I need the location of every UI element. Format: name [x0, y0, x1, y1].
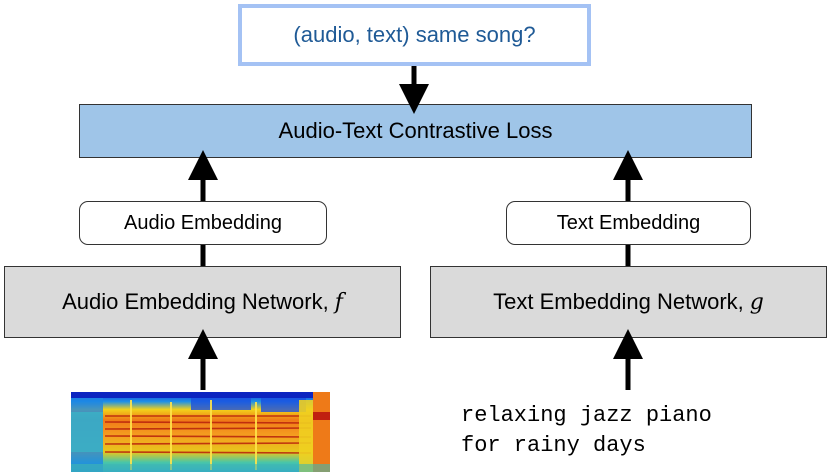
text-network-symbol: g [749, 289, 764, 315]
query-box: (audio, text) same song? [238, 4, 591, 66]
text-embedding-box: Text Embedding [506, 201, 751, 245]
query-label: (audio, text) same song? [293, 22, 536, 47]
text-embedding-label: Text Embedding [556, 211, 701, 234]
text-embedding-network-box: Text Embedding Network,g [430, 266, 827, 338]
spectrogram-image [71, 392, 330, 472]
text-network-label: Text Embedding Network, [493, 289, 744, 314]
audio-embedding-box: Audio Embedding [79, 201, 327, 245]
loss-label: Audio-Text Contrastive Loss [278, 118, 553, 143]
audio-network-symbol: f [334, 289, 343, 315]
audio-network-label: Audio Embedding Network, [62, 289, 329, 314]
text-input-line-1: relaxing jazz piano [461, 403, 712, 428]
text-input-example: relaxing jazz piano for rainy days [461, 401, 712, 461]
audio-embedding-label: Audio Embedding [124, 211, 282, 234]
text-input-line-2: for rainy days [461, 433, 646, 458]
